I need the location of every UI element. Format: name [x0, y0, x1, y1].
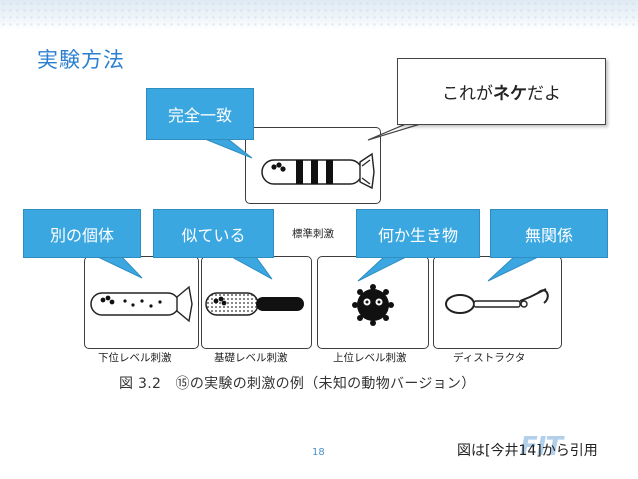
callout-different-individual: 別の個体: [23, 209, 141, 258]
distractor-keychain-image: [445, 288, 549, 314]
brand-logo-text: FIT: [520, 432, 563, 462]
standard-stimulus-label: 標準刺激: [292, 228, 334, 240]
callout-some-creature: 何か生き物: [356, 209, 480, 258]
standard-stimulus-box: [245, 127, 381, 204]
speech-highlight: ネケ: [493, 84, 527, 104]
lower-level-creature-image: [90, 285, 193, 323]
speech-suffix: だよ: [527, 84, 561, 104]
speech-bubble: これがネケだよ: [397, 58, 606, 125]
page-number: 18: [312, 447, 325, 458]
brand-logo: FIT: [520, 432, 563, 462]
top-banner-pattern: [0, 0, 638, 30]
distractor-stimulus-box: [433, 256, 562, 349]
speech-prefix: これが: [442, 84, 493, 104]
callout-exact-match: 完全一致: [146, 88, 254, 140]
upper-level-stimulus-box: [317, 256, 429, 349]
basic-level-creature-image: [205, 292, 304, 316]
stimulus-label-basic: 基礎レベル刺激: [214, 352, 288, 364]
upper-level-creature-image: [352, 284, 394, 326]
slide-title: 実験方法: [37, 48, 125, 72]
stimulus-label-lower: 下位レベル刺激: [98, 352, 172, 364]
callout-unrelated: 無関係: [490, 209, 608, 258]
lower-level-stimulus-box: [84, 256, 199, 349]
standard-stimulus-creature-image: [261, 152, 375, 190]
stimulus-label-upper: 上位レベル刺激: [333, 352, 407, 364]
stimulus-label-distractor: ディストラクタ: [453, 352, 526, 364]
callout-similar: 似ている: [153, 209, 274, 258]
figure-caption: 図 3.2 ⑮の実験の刺激の例（未知の動物バージョン）: [119, 376, 476, 392]
basic-level-stimulus-box: [201, 256, 312, 349]
citation: 図は[今井14]から引用: [457, 443, 598, 459]
